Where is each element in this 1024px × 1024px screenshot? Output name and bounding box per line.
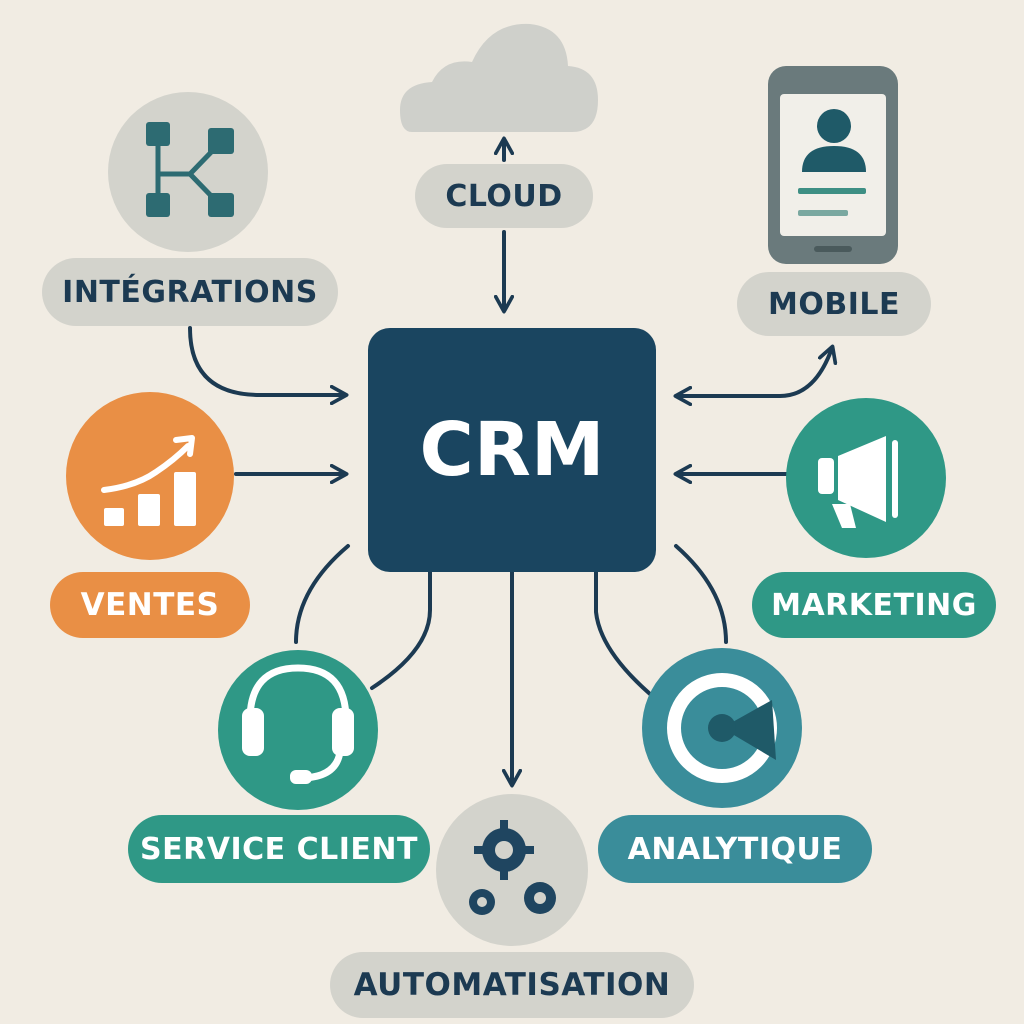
connector-crm-mobile xyxy=(677,348,832,396)
marketing-label: MARKETING xyxy=(752,572,996,638)
headset-icon xyxy=(218,650,378,810)
cloud-icon xyxy=(400,23,598,132)
analytique-label: ANALYTIQUE xyxy=(598,815,872,883)
connector-integrations-crm xyxy=(188,326,345,395)
cloud-label: CLOUD xyxy=(415,164,593,228)
smartphone-profile-icon xyxy=(768,66,898,264)
pie-chart-icon xyxy=(642,648,802,808)
sales-growth-chart-icon xyxy=(66,392,234,560)
connector-analytique-b xyxy=(674,544,728,644)
ventes-label: VENTES xyxy=(50,572,250,638)
connector-service-b xyxy=(370,570,432,690)
service-client-label: SERVICE CLIENT xyxy=(128,815,430,883)
crm-label: CRM xyxy=(419,407,605,493)
connector-analytique-a xyxy=(594,570,652,696)
integrations-label: INTÉGRATIONS xyxy=(42,258,338,326)
connector-service-a xyxy=(294,544,350,644)
crm-center-box: CRM xyxy=(368,328,656,572)
automatisation-label: AUTOMATISATION xyxy=(330,952,694,1018)
gears-icon xyxy=(436,794,588,946)
mobile-label: MOBILE xyxy=(737,272,931,336)
network-nodes-icon xyxy=(108,92,268,252)
megaphone-icon xyxy=(786,398,946,558)
